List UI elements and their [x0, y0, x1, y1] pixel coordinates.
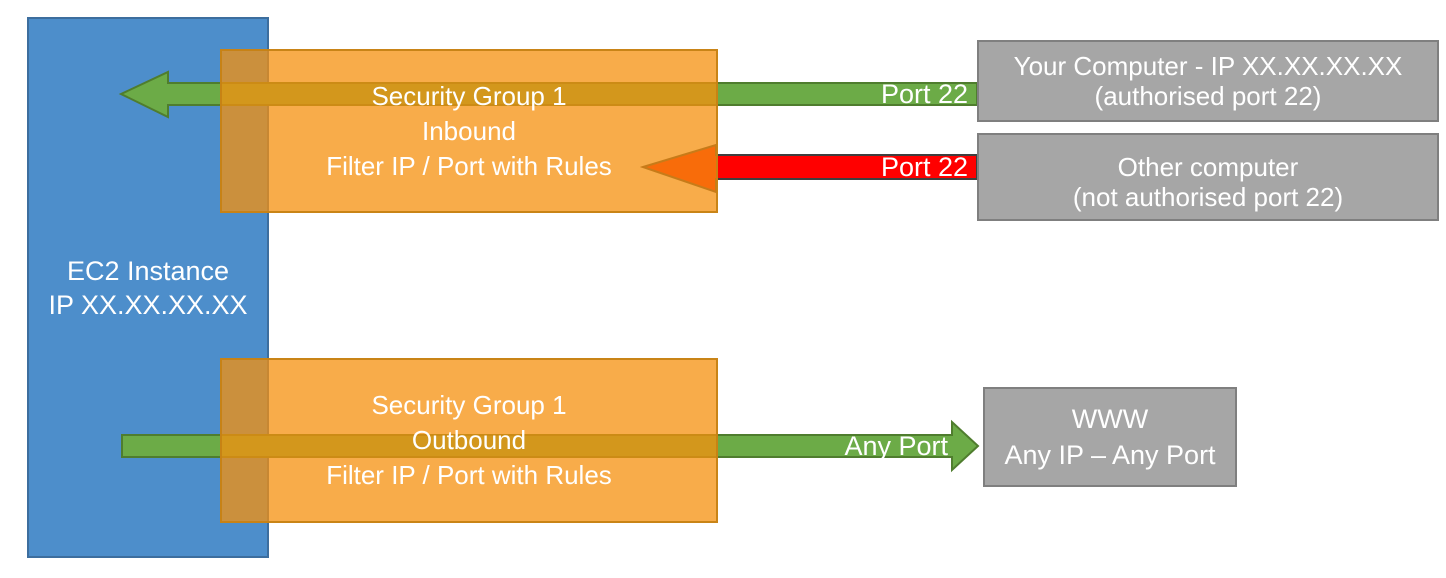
www-box: WWW Any IP – Any Port [983, 387, 1237, 487]
outbound-port-label: Any Port [844, 431, 948, 461]
other-computer-auth-note: (not authorised port 22) [1072, 182, 1344, 212]
security-group-description: Filter IP / Port with Rules [326, 150, 612, 181]
your-computer-label: Your Computer - IP XX.XX.XX.XX [1013, 51, 1403, 81]
security-group-inbound-box: Security Group 1 Inbound Filter IP / Por… [220, 49, 718, 213]
security-group-direction: Inbound [422, 115, 516, 146]
security-group-name: Security Group 1 [371, 80, 567, 111]
security-group-outbound-box: Security Group 1 Outbound Filter IP / Po… [220, 358, 718, 523]
security-group-direction: Outbound [411, 425, 527, 455]
other-computer-box: Other computer (not authorised port 22) [977, 133, 1439, 221]
www-label: WWW [1071, 404, 1149, 434]
inbound-blocked-port-label: Port 22 [880, 152, 968, 182]
security-group-name: Security Group 1 [371, 390, 567, 420]
your-computer-auth-note: (authorised port 22) [1094, 81, 1322, 111]
ec2-instance-label: EC2 Instance [66, 255, 230, 286]
ec2-instance-ip: IP XX.XX.XX.XX [48, 289, 248, 320]
www-ip-port: Any IP – Any Port [1004, 440, 1216, 470]
security-group-description: Filter IP / Port with Rules [326, 460, 612, 490]
your-computer-box: Your Computer - IP XX.XX.XX.XX (authoris… [977, 40, 1439, 122]
inbound-allowed-port-label: Port 22 [880, 79, 968, 109]
other-computer-label: Other computer [1117, 152, 1299, 182]
